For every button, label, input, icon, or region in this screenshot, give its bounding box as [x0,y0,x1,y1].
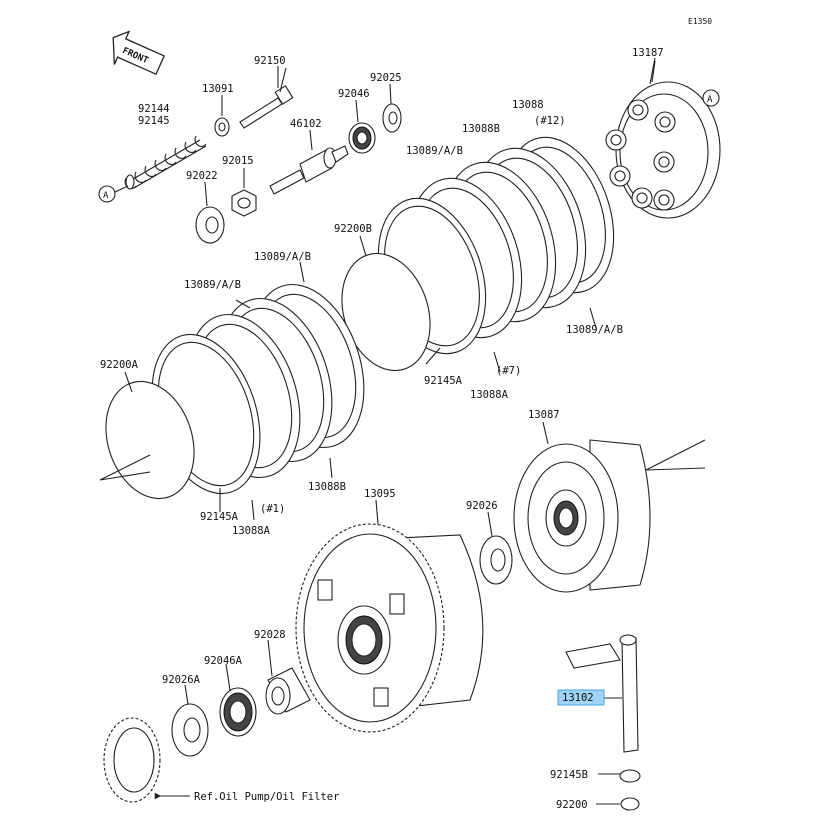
label-13089-right: 13089/A/B [566,324,623,336]
label-13187: 13187 [632,47,664,59]
part-92046a-bearing [219,687,257,737]
upper-clutch-plates [377,136,615,355]
label-13088a-mid: 13088A [470,389,509,401]
label-92046: 92046 [338,88,370,100]
label-13088: 13088 [512,99,544,111]
label-1: (#1) [260,503,285,515]
label-92026: 92026 [466,500,498,512]
label-92026a: 92026A [162,674,201,686]
ref-mark-a-right [702,89,720,107]
label-13091: 13091 [202,83,234,95]
part-92025-washer [382,103,402,133]
ref-oil-pump-text: Ref.Oil Pump/Oil Filter [194,791,339,803]
label-92022: 92022 [186,170,218,182]
label-13088b-low: 13088B [308,481,346,493]
part-92026-washer [479,535,513,585]
label-13088a-low: 13088A [232,525,271,537]
label-92145b: 92145B [550,769,588,781]
part-92015-nut [231,189,257,217]
label-13102-highlight [557,689,605,706]
label-12: (#12) [534,115,566,127]
diagram-code: E1350 [688,17,712,26]
part-46102 [269,145,349,195]
part-13087-clutch-hub [513,439,651,593]
part-92200a-ring [105,380,195,500]
label-13088b-top: 13088B [462,123,500,135]
part-92145b-spring [619,769,641,783]
label-46102: 46102 [290,118,322,130]
ref-mark-a-right-text: A [707,95,713,105]
part-92046-bearing [348,122,376,154]
front-arrow-icon: FRONT [112,30,165,76]
label-13089-mid: 13089/A/B [254,251,311,263]
label-92145a-low: 92145A [200,511,239,523]
label-92015: 92015 [222,155,254,167]
part-13187-pressure-plate [605,81,721,219]
label-92200: 92200 [556,799,588,811]
part-92028-sleeve [265,667,311,715]
ref-mark-a-left [98,185,116,203]
label-92046a: 92046A [204,655,243,667]
label-13089-top: 13089/A/B [406,145,463,157]
part-92200-ring [620,797,640,811]
part-13091 [214,117,230,137]
part-13095-clutch-housing [295,523,484,733]
oil-pump-gear [103,717,161,803]
label-92200b: 92200B [334,223,372,235]
label-13089-left: 13089/A/B [184,279,241,291]
label-13095: 13095 [364,488,396,500]
ref-mark-a-left-text: A [103,191,109,201]
part-92026a-washer [171,703,209,757]
label-13087: 13087 [528,409,560,421]
part-13102-release-shaft [565,634,639,753]
part-92150-bolt [239,85,294,129]
label-92025: 92025 [370,72,402,84]
label-92145: 92145 [138,115,170,127]
label-7: (#7) [496,365,521,377]
part-92022-washer [195,206,225,244]
clutch-spring [124,135,207,190]
label-92028: 92028 [254,629,286,641]
label-92200a: 92200A [100,359,139,371]
label-92145a-mid: 92145A [424,375,463,387]
middle-clutch-plates [151,283,365,495]
label-92150: 92150 [254,55,286,67]
label-13102: 13102 [562,692,594,704]
label-92144: 92144 [138,103,170,115]
